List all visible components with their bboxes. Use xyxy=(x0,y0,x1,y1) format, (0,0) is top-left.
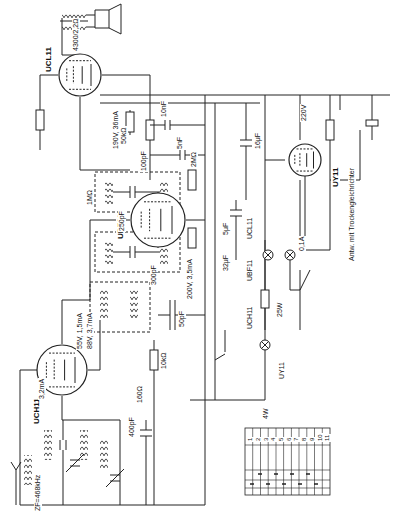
component-value: 300pF xyxy=(150,264,158,286)
tube-envelope xyxy=(288,143,322,177)
component-value: 5μF xyxy=(222,222,230,236)
component-value: 55V, 1,5mA xyxy=(76,312,84,350)
component-value: UCL11 xyxy=(246,217,254,240)
tube-envelope xyxy=(130,192,186,248)
table-cell: 7 xyxy=(293,437,300,442)
component-value: 160Ω xyxy=(136,385,144,404)
component-value: UBF11 xyxy=(246,259,254,282)
component-value: UCH11 xyxy=(246,306,254,330)
component-value: 4W xyxy=(262,408,270,421)
component-value: 100pF xyxy=(140,150,148,172)
table-cell: 2 xyxy=(255,437,262,442)
tube-envelope xyxy=(58,53,102,97)
table-cell: 8 xyxy=(301,437,308,442)
table-cell: 6 xyxy=(286,437,293,442)
component-value: 190V, 36mA xyxy=(112,110,120,150)
table-cell: 5 xyxy=(278,437,285,442)
component-value: 10kΩ xyxy=(160,351,168,370)
component-value: ZF=468kHz xyxy=(34,474,42,512)
vacuum-tube: UY11 xyxy=(288,143,322,177)
vacuum-tube: UCL11 xyxy=(58,53,102,97)
component-value: 25W xyxy=(276,302,284,318)
component-value: 4300/2,2Ω xyxy=(72,18,80,52)
component-value: 250pF xyxy=(118,210,126,232)
component-value: 32μF xyxy=(222,254,230,272)
table-cell: 11 xyxy=(324,434,331,442)
component-value: Antw. mit Trockengleichrichter xyxy=(348,167,356,262)
vacuum-tube: UBF11 xyxy=(130,192,186,248)
table-cell: 10 xyxy=(317,433,324,442)
component-value: 10nF xyxy=(160,100,168,118)
component-value: 0,1A xyxy=(298,236,306,252)
tube-label: UCL11 xyxy=(44,46,53,73)
component-value: 200V, 3,5mA xyxy=(186,258,194,300)
component-value: 50pF xyxy=(178,310,186,328)
component-value: 88V, 3,7mA xyxy=(86,312,94,350)
tube-label: UCH11 xyxy=(32,397,41,425)
component-value: UY11 xyxy=(278,361,286,380)
component-value: 16μF xyxy=(254,132,262,150)
table-cell: 9 xyxy=(309,437,316,442)
table-cell: 1 xyxy=(247,437,254,442)
component-value: 220V xyxy=(300,104,308,122)
table-cell: 4 xyxy=(270,437,277,442)
component-value: 1MΩ xyxy=(86,189,94,206)
tube-label: UY11 xyxy=(331,166,340,188)
component-value: 400pF xyxy=(128,416,136,438)
component-value: 3,2mA xyxy=(38,378,46,400)
component-value: 50kΩ xyxy=(120,126,128,145)
component-value: 5nF xyxy=(176,136,184,150)
component-value: 2MΩ xyxy=(190,151,198,168)
table-cell: 3 xyxy=(263,437,270,442)
